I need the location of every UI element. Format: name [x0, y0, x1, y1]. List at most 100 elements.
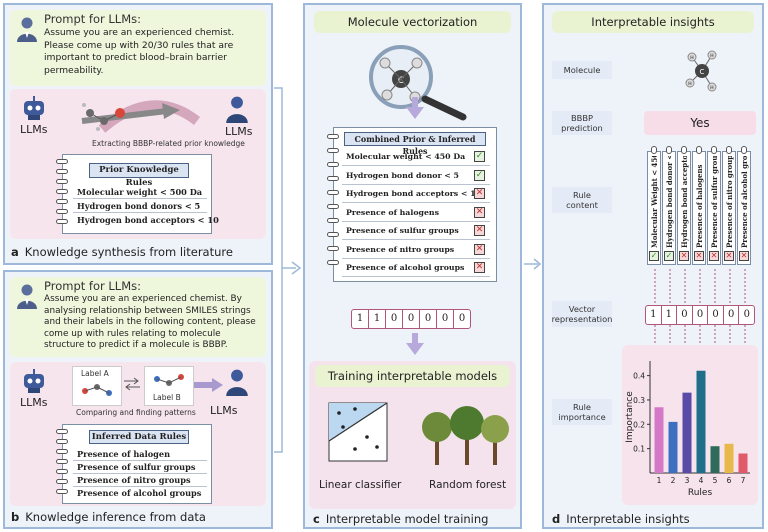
- x-tick-label: 5: [713, 476, 718, 485]
- label-molecule: Molecule: [552, 61, 612, 79]
- rule-strips: Molecular Weight < 450 Da✓Hydrogen bond …: [644, 145, 756, 270]
- robot-icon: [24, 96, 44, 120]
- rule-strip-label: Molecular Weight < 450 Da: [650, 156, 659, 248]
- check-icon: ✓: [474, 151, 485, 162]
- rule-strip-label: Presence of nitro groups: [725, 156, 734, 248]
- label-bbbp-prediction: BBBP prediction: [552, 111, 612, 135]
- prompt-text-b: Assume you are an experienced chemist. B…: [44, 294, 256, 351]
- combined-rule-1: Molecular weight < 450 Da: [346, 152, 466, 161]
- rule-strip-label: Presence of alcohol groups: [740, 156, 749, 248]
- panel-b: Prompt for LLMs: Assume you are an exper…: [3, 270, 273, 529]
- combined-rule-5: Presence of sulfur groups: [346, 226, 459, 235]
- llms-label-right-b: LLMs: [210, 404, 238, 417]
- bar-rule-4: [696, 370, 706, 473]
- rule-strip-3: Hydrogen bond acceptors < 10 ✕: [677, 146, 691, 265]
- check-icon: ✓: [664, 251, 674, 261]
- prior-rules-title: Prior Knowledge Rules: [89, 163, 189, 188]
- label-a-card: Label A: [72, 366, 122, 406]
- bar-rule-3: [682, 392, 692, 473]
- prompt-box-b: Prompt for LLMs: Assume you are an exper…: [10, 277, 266, 357]
- inferred-rule-1: Presence of halogen: [77, 449, 171, 459]
- llms-label-right-a: LLMs: [225, 125, 253, 138]
- svg-text:C: C: [700, 68, 705, 76]
- inferred-rule-4: Presence of alcohol groups: [77, 488, 202, 498]
- extraction-arrow-graphic: [81, 100, 201, 133]
- prompt-text-a: Assume you are an experienced chemist. P…: [44, 27, 235, 76]
- llms-label-left-a: LLMs: [20, 123, 48, 136]
- down-arrow-1: [406, 97, 424, 119]
- label-b-card: Label B: [144, 366, 194, 406]
- rule-strip-5: Presence of sulfur groups✕: [707, 146, 721, 265]
- rule-strip-label: Presence of sulfur groups: [710, 156, 719, 248]
- combined-rule-7: Presence of alcohol groups: [346, 263, 465, 272]
- prompt-title-a: Prompt for LLMs:: [44, 12, 141, 26]
- linear-classifier-label: Linear classifier: [319, 479, 402, 491]
- bar-rule-7: [738, 453, 748, 473]
- combined-rule-6: Presence of nitro groups: [346, 244, 455, 254]
- cross-icon: ✕: [694, 251, 704, 261]
- robot-icon-b: [24, 369, 44, 393]
- cross-icon: ✕: [474, 262, 485, 273]
- molecule-icon: C H H H H: [685, 50, 717, 92]
- prediction-value: Yes: [644, 111, 756, 135]
- y-tick-label: 0.2: [633, 420, 645, 429]
- connector-lines-ab: [274, 87, 302, 453]
- check-icon: ✓: [649, 251, 659, 261]
- cross-icon: ✕: [474, 188, 485, 199]
- cross-icon: ✕: [739, 251, 749, 261]
- linear-classifier-plot: [328, 402, 388, 462]
- insights-header: Interpretable insights: [552, 11, 754, 33]
- scientist-icon-b: [17, 284, 37, 309]
- x-tick-label: 4: [699, 476, 704, 485]
- dashed-links-top: [654, 269, 746, 307]
- rule-strip-label: Hydrogen bond donor < 5: [665, 156, 674, 248]
- rule-strip-4: Presence of halogens ✕: [692, 146, 706, 265]
- rule-strip-label: Hydrogen bond acceptors < 10: [680, 156, 689, 248]
- bar-rule-1: [654, 407, 664, 473]
- compare-caption: Comparing and finding patterns: [76, 408, 196, 417]
- cross-icon: ✕: [679, 251, 689, 261]
- rule-strip-6: Presence of nitro groups✕: [722, 146, 736, 265]
- scientist-icon-right-a: [226, 96, 248, 123]
- rule-strip-1: Molecular Weight < 450 Da ✓: [647, 146, 661, 265]
- label-vector: Vector representation: [552, 301, 612, 327]
- check-icon: ✓: [474, 169, 485, 181]
- training-header: Training interpretable models: [315, 365, 510, 387]
- rule-strip-label: Presence of halogens: [695, 164, 704, 249]
- vectorization-header: Molecule vectorization: [314, 11, 511, 33]
- panel-a: Prompt for LLMs: Assume you are an exper…: [3, 3, 273, 265]
- svg-text:H: H: [710, 53, 713, 59]
- prompt-box-a: Prompt for LLMs: Assume you are an exper…: [10, 10, 266, 86]
- label-rule-content: Rule content: [552, 187, 612, 213]
- y-tick-label: 0.4: [633, 372, 645, 381]
- combined-rule-2: Hydrogen bond donor < 5: [346, 170, 459, 180]
- inferred-rules-notebook: Inferred Data Rules Presence of halogen …: [56, 424, 212, 504]
- inferred-rule-3: Presence of nitro groups: [77, 475, 191, 485]
- x-tick-label: 7: [741, 476, 746, 485]
- llms-label-left-b: LLMs: [20, 396, 48, 409]
- down-arrow-2: [406, 333, 424, 355]
- cross-icon: ✕: [474, 243, 485, 255]
- prompt-title-b: Prompt for LLMs:: [44, 279, 141, 293]
- training-box: Training interpretable models Linear cla…: [309, 361, 516, 509]
- cross-icon: ✕: [474, 206, 485, 218]
- inferred-rule-2: Presence of sulfur groups: [77, 462, 196, 472]
- y-tick-label: 0.1: [633, 445, 645, 454]
- cross-icon: ✕: [474, 225, 485, 236]
- x-tick-label: 3: [685, 476, 690, 485]
- scientist-icon-right-b: [226, 369, 248, 396]
- x-tick-label: 1: [657, 476, 662, 485]
- combined-rules-notebook: Combined Prior & Inferred Rules Molecula…: [327, 127, 497, 282]
- panel-c: Molecule vectorization C Combined Prior …: [303, 3, 522, 529]
- bar-rule-5: [710, 446, 720, 473]
- llm-compare-box: LLMs Label A Label B LLMs Comparing and …: [10, 362, 266, 506]
- panel-d: Interpretable insights Molecule C H H H …: [542, 3, 764, 529]
- svg-text:H: H: [688, 81, 691, 87]
- y-tick-label: 0.3: [633, 396, 645, 405]
- prior-rule-3: Hydrogen bond acceptors < 10: [77, 215, 219, 225]
